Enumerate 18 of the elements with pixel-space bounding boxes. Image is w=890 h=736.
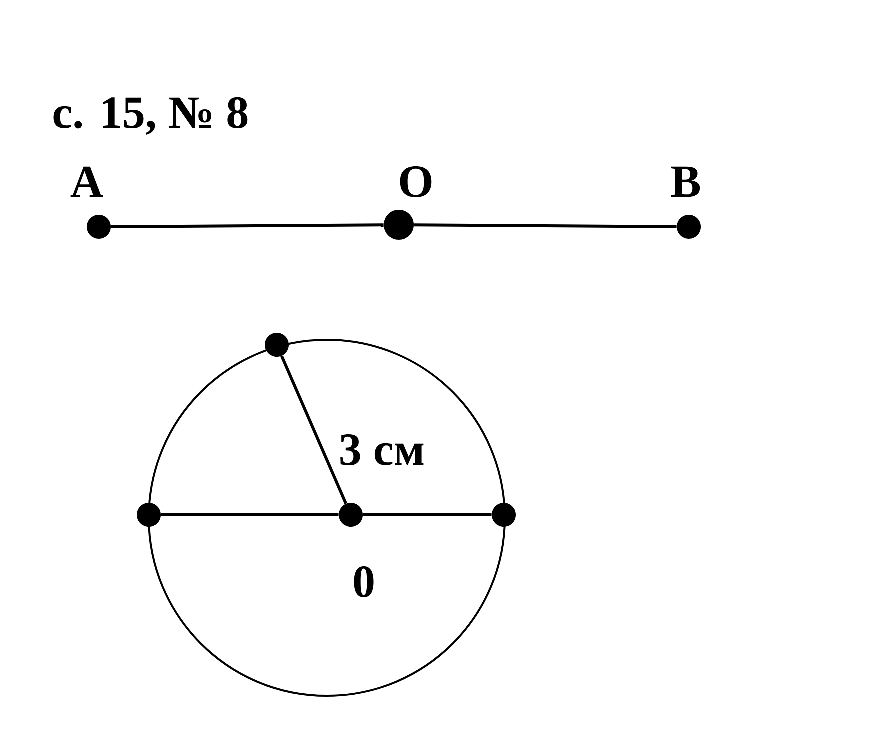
edge-label: 3 см: [340, 434, 424, 466]
node-label: B: [671, 166, 700, 198]
node-label: A: [70, 166, 104, 198]
line-segment: [363, 514, 492, 516]
line-segment: [111, 224, 384, 228]
labeled-point: A: [70, 166, 111, 239]
point: [265, 333, 289, 357]
line-segment: [161, 514, 339, 516]
line-segment: [414, 224, 677, 228]
node-label: 0: [354, 566, 374, 598]
point: [492, 503, 516, 527]
title: с. 15, № 8: [54, 97, 248, 136]
line-segment: [280, 356, 348, 504]
point: [137, 503, 161, 527]
node-label: O: [400, 166, 432, 198]
labeled-point: O: [384, 166, 432, 240]
labeled-point: B: [671, 166, 701, 239]
labeled-point: 0: [339, 503, 374, 598]
